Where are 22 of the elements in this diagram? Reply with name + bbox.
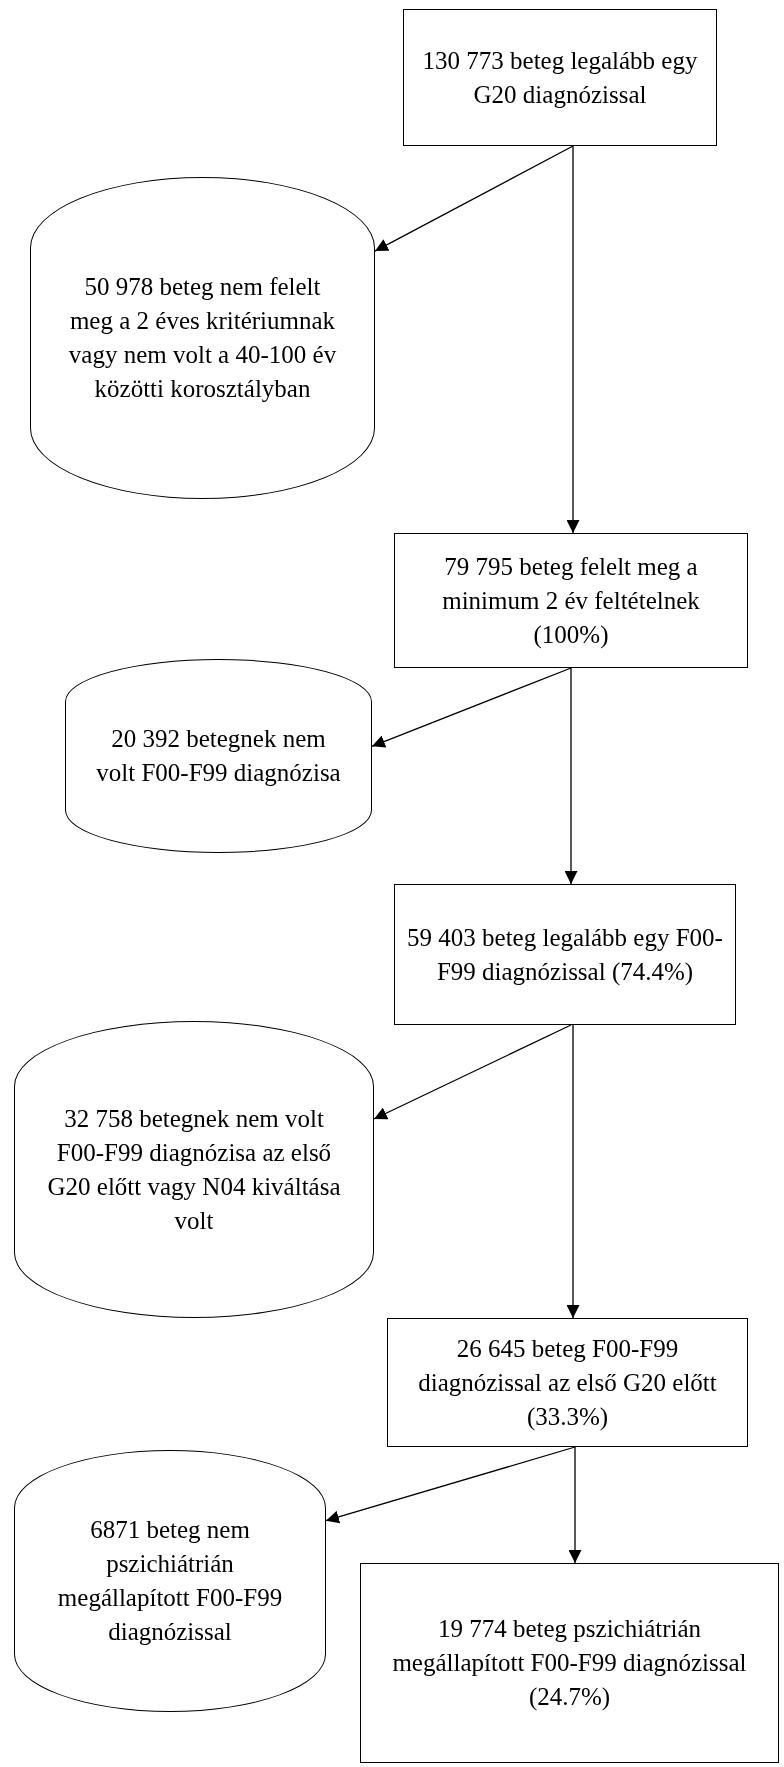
box-text: 50 978 beteg nem felelt meg a 2 éves kritériumnak vagy nem volt a 40-100 év közötti korosztályban (67, 272, 338, 404)
box-text: 79 795 beteg felelt meg a minimum 2 év feltételnek (100%) (441, 551, 701, 651)
process-box (394, 533, 748, 668)
arrow (325, 1446, 576, 1524)
box-text: 26 645 beteg F00-F99 diagnózissal az első G20 előtt (33.3%) (417, 1333, 718, 1433)
arrow (373, 1024, 572, 1120)
arrow (371, 667, 572, 748)
box-text: 6871 beteg nem pszichiátrián megállapított F00-F99 diagnózissal (56, 1515, 284, 1647)
box-text: 20 392 betegnek nem volt F00-F99 diagnózisa (96, 724, 341, 788)
process-box (387, 1318, 748, 1447)
arrow (374, 145, 574, 252)
arrow (566, 145, 580, 534)
box-text: 19 774 beteg pszichiátrián megállapított F00-F99 diagnózissal (24.7%) (391, 1614, 748, 1713)
arrow (564, 667, 578, 885)
box-text: 32 758 betegnek nem volt F00-F99 diagnózisa az első G20 előtt vagy N04 kiváltása volt (46, 1103, 342, 1236)
arrow (568, 1446, 582, 1564)
box-text: 59 403 beteg legalább egy F00-F99 diagnózissal (74.4%) (406, 922, 724, 988)
process-box (403, 9, 717, 146)
process-box (360, 1563, 779, 1763)
box-text: 130 773 beteg legalább egy G20 diagnózissal (421, 45, 699, 110)
process-box (394, 884, 736, 1025)
arrow (566, 1024, 580, 1319)
